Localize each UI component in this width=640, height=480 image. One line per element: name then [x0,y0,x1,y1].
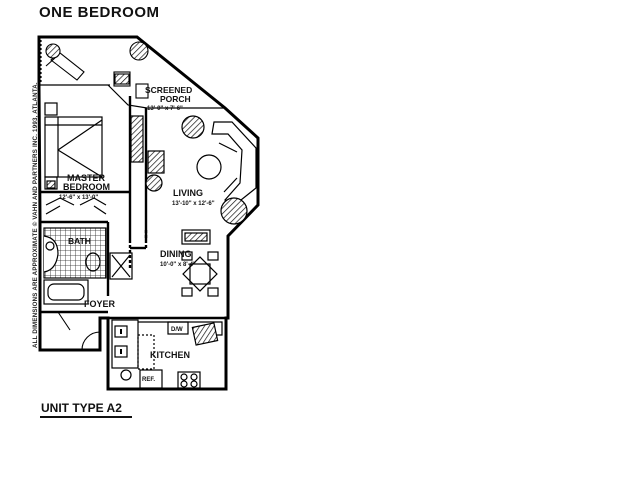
plant [45,43,61,59]
unit-type-label: UNIT TYPE A2 [41,401,122,415]
bed [44,116,103,178]
master-label: MASTER [67,173,106,183]
dining-furniture [181,251,219,297]
plant [220,197,248,225]
living-label: LIVING [173,188,203,198]
unit-type-underline [40,416,132,418]
chair [135,83,149,99]
plant [145,174,163,192]
dishwasher-label: D/W [171,327,183,333]
bath-label: BATH [68,236,91,246]
refrigerator [139,369,163,389]
chair [181,229,211,245]
dining-dimensions: 10'-0" x 8'-4" [160,262,196,268]
dining-table-top [189,263,211,285]
kitchen-label: KITCHEN [150,350,190,360]
foyer-door [57,311,101,351]
porch-label: SCREENED [145,85,192,95]
dining-label: DINING [160,249,192,259]
chair [207,287,219,297]
dining-table [182,256,218,292]
plan-title: ONE BEDROOM [39,4,160,21]
refrigerator-label: REF. [142,377,155,383]
chair [113,71,131,87]
room-labels: SCREENED PORCH 13'-0" x 7'-6" MASTER BED… [59,85,215,383]
dimensions-note: ALL DIMENSIONS ARE APPROXIMATE © VAHN AN… [32,82,39,348]
chair [181,251,193,261]
dishwasher [167,321,189,335]
porch-furniture [45,41,149,99]
dresser [130,115,144,163]
plant [129,41,149,61]
master-dimensions: 12'-6" x 13'-0" [59,195,98,201]
sofa [211,121,257,205]
nightstand [44,176,58,190]
bath-fixtures [43,227,133,305]
plant [181,115,205,139]
toilet [85,252,101,272]
washer-dryer [111,319,139,369]
coffee-table [196,154,222,180]
sink [191,322,219,346]
porch-screen [39,40,225,109]
living-furniture [145,115,257,245]
closet [109,252,133,280]
plant [120,369,132,381]
kitchen-fixtures [111,319,223,389]
chair [181,287,193,297]
porch-dimensions: 13'-0" x 7'-6" [147,106,183,112]
chair [207,251,219,261]
master-label-2: BEDROOM [63,182,110,192]
range [177,371,201,389]
nightstand [44,102,58,116]
vanity [43,235,59,273]
living-dimensions: 13'-10" x 12'-6" [172,201,215,207]
porch-label-2: PORCH [160,94,191,104]
end-table [147,150,165,174]
bedroom-furniture [44,102,144,215]
foyer-label: FOYER [84,299,116,309]
